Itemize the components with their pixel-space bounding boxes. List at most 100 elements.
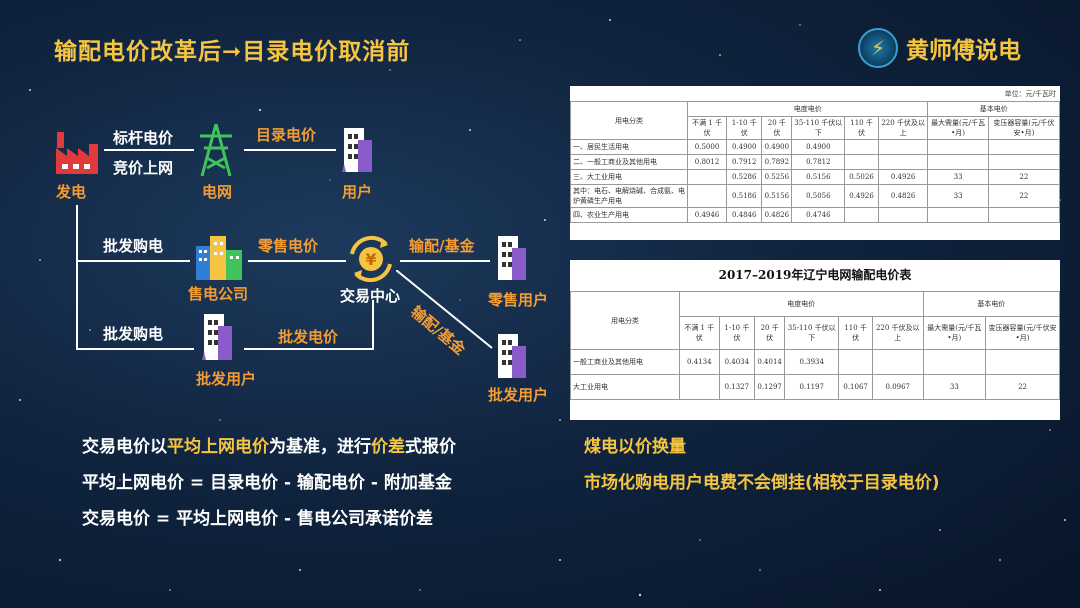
col-header: 35-110 千伏以下	[784, 316, 840, 350]
table-title: 2017–2019年辽宁电网输配电价表	[718, 268, 912, 282]
text-highlight: 价差	[371, 437, 405, 457]
table-cell: 0.5026	[844, 169, 879, 185]
table-cell: 三、大工业用电	[570, 169, 688, 185]
catalog-price-table: 用电分类 电度电价 基本电价 不满 1 千伏 1-10 千伏 20 千伏 35-…	[570, 101, 1061, 223]
table-cell: 一、居民生活用电	[570, 139, 688, 155]
svg-text:¥: ¥	[365, 250, 376, 269]
table-cell	[871, 349, 924, 375]
text-no-inversion: 市场化购电用户电费不会倒挂(相较于目录电价)	[584, 473, 940, 493]
text-pricing-basis: 交易电价以平均上网电价为基准，进行价差式报价	[82, 432, 456, 457]
table-cell	[679, 374, 720, 400]
table-cell	[927, 207, 989, 223]
table-cell: 0.3934	[784, 349, 840, 375]
text-segment: 交易电价以	[82, 437, 167, 457]
connector-exchange-down	[372, 300, 374, 350]
table-cell	[927, 154, 989, 170]
user-building-icon	[342, 128, 372, 172]
table-cell: 大工业用电	[570, 374, 680, 400]
power-plant-icon	[56, 132, 98, 174]
table-cell: 0.4014	[754, 349, 786, 375]
label-wholesale-user: 批发用户	[196, 370, 257, 388]
table-cell: 22	[987, 184, 1061, 208]
table-cell: 0.5056	[791, 184, 846, 208]
table-cell: 0.4846	[726, 207, 763, 223]
page-title: 输配电价改革后➞目录电价取消前	[54, 39, 411, 65]
text-formula-trade: 交易电价 = 平均上网电价 - 售电公司承诺价差	[82, 509, 433, 529]
table-cell: 0.4946	[686, 207, 728, 223]
header-category: 用电分类	[570, 101, 688, 140]
col-header: 1-10 千伏	[718, 316, 756, 350]
lightning-globe-icon: ⚡	[858, 28, 898, 68]
table-cell: 0.5156	[761, 184, 793, 208]
table-cell: 0.5000	[686, 139, 728, 155]
table-cell: 四、农业生产用电	[570, 207, 688, 223]
retail-user-building-icon	[498, 236, 526, 280]
table-cell: 0.1327	[718, 374, 756, 400]
table-cell: 0.0967	[871, 374, 924, 400]
col-header: 变压器容量(元/千伏安•月)	[987, 116, 1061, 140]
connector-wholesale-seller	[76, 260, 190, 262]
col-header: 110 千伏	[844, 116, 879, 140]
catalog-price-table-panel: 单位：元/千瓦时 用电分类 电度电价 基本电价 不满 1 千伏 1-10 千伏 …	[570, 86, 1061, 240]
col-header: 1-10 千伏	[726, 116, 763, 140]
table-cell: 0.4746	[791, 207, 846, 223]
label-generation: 发电	[56, 183, 87, 201]
col-header: 最大需量(元/千瓦•月)	[922, 316, 987, 350]
label-retail-user: 零售用户	[488, 291, 549, 309]
table-cell	[987, 154, 1061, 170]
table-cell	[844, 207, 879, 223]
table-cell: 22	[985, 374, 1060, 400]
table-cell: 0.4134	[679, 349, 720, 375]
connector-seller-exchange	[248, 260, 346, 262]
tnd-price-table-panel: 2017–2019年辽宁电网输配电价表 用电分类 电度电价 基本电价 不满 1 …	[570, 260, 1061, 420]
wholesale-user-right-building-icon	[498, 334, 526, 378]
header-energy: 电度电价	[679, 291, 924, 317]
table-cell: 0.4826	[877, 184, 929, 208]
label-benchmark-price: 标杆电价	[113, 129, 174, 147]
table-cell	[844, 154, 879, 170]
brand-logo: ⚡ 黄师傅说电	[858, 28, 1021, 68]
table-cell: 0.5286	[726, 169, 763, 185]
header-energy: 电度电价	[686, 101, 929, 117]
table-cell	[987, 207, 1061, 223]
text-segment: 为基准，进行	[269, 437, 371, 457]
col-header: 110 千伏	[838, 316, 873, 350]
table-cell: 0.4926	[877, 169, 929, 185]
label-catalog-price: 目录电价	[256, 126, 317, 144]
label-tnd-fund-1: 输配/基金	[409, 237, 475, 255]
connector-exchange-retailuser	[400, 260, 490, 262]
retailer-building-icon	[196, 236, 242, 280]
table-cell: 0.5156	[791, 169, 846, 185]
label-grid: 电网	[202, 183, 233, 201]
table-cell	[844, 139, 879, 155]
table-cell: 0.7812	[791, 154, 846, 170]
connector-wholesale-user	[76, 348, 194, 350]
label-exchange-center: 交易中心	[340, 287, 401, 305]
table-cell: 33	[927, 169, 989, 185]
table-cell: 0.4034	[718, 349, 756, 375]
table-cell: 0.7892	[761, 154, 793, 170]
label-wholesale-price: 批发电价	[278, 328, 339, 346]
table-cell: 0.1197	[784, 374, 840, 400]
col-header: 220 千伏及以上	[877, 116, 929, 140]
connector-grid-user	[244, 149, 336, 151]
table-cell: 其中：电石、电解烧碱、合成氨、电炉黄磷生产用电	[570, 184, 688, 208]
table-cell: 33	[927, 184, 989, 208]
wholesale-user-building-icon	[202, 314, 232, 360]
table-cell	[877, 207, 929, 223]
header-category: 用电分类	[570, 291, 680, 350]
header-basic: 基本电价	[927, 101, 1060, 117]
text-highlight: 平均上网电价	[167, 437, 269, 457]
table-cell: 0.4900	[726, 139, 763, 155]
table-cell: 0.4900	[791, 139, 846, 155]
table-cell: 一般工商业及其他用电	[570, 349, 680, 375]
header-basic: 基本电价	[922, 291, 1061, 317]
